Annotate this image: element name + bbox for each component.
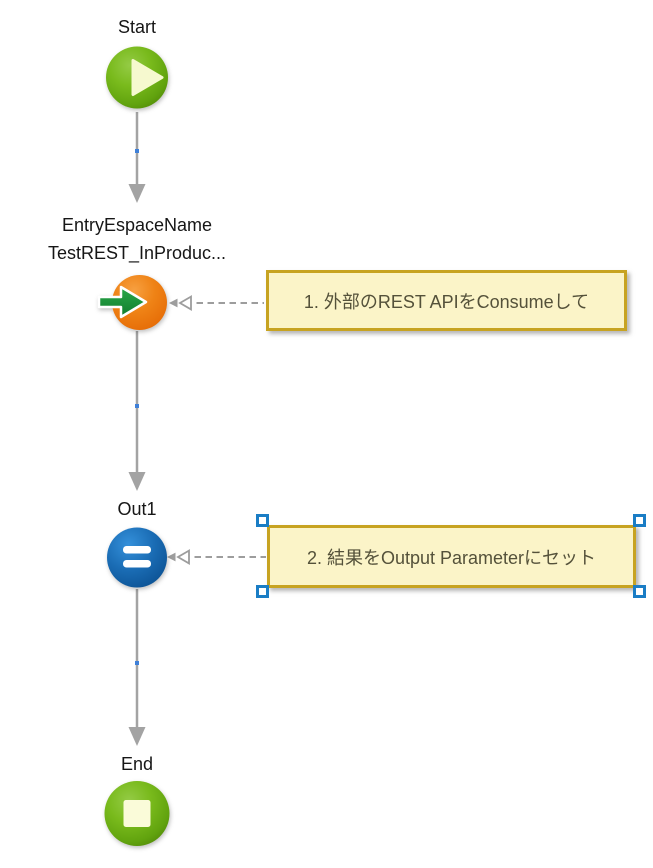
- arrow-tip-icon: [167, 552, 176, 562]
- comment-2-text: 2. 結果をOutput Parameterにセット: [306, 547, 597, 568]
- equals-icon: [123, 546, 151, 568]
- comment2-connector[interactable]: [167, 549, 266, 565]
- action-node-label-line1: EntryEspaceName: [61, 215, 213, 235]
- comment-1-text: 1. 外部のREST APIをConsumeして: [303, 291, 590, 312]
- play-icon: [131, 59, 164, 96]
- connector-out1-to-end[interactable]: [128, 589, 146, 746]
- comment-2[interactable]: 2. 結果をOutput Parameterにセット: [267, 525, 636, 588]
- selection-handle-bottom-left[interactable]: [256, 585, 269, 598]
- connector-midpoint-dot: [135, 149, 139, 153]
- connector-action-to-out1[interactable]: [128, 331, 146, 491]
- open-arrowhead-icon: [178, 295, 192, 311]
- assign-node-label: Out1: [117, 499, 157, 519]
- selection-handle-bottom-right[interactable]: [633, 585, 646, 598]
- stop-square-icon: [123, 800, 151, 827]
- end-node[interactable]: [103, 780, 171, 848]
- comment-1[interactable]: 1. 外部のREST APIをConsumeして: [266, 270, 627, 331]
- connector-midpoint-dot: [135, 404, 139, 408]
- assign-node[interactable]: [106, 527, 168, 589]
- action-node-label-line2: TestREST_InProduc...: [47, 243, 227, 263]
- open-arrowhead-icon: [176, 549, 190, 565]
- action-node-label: EntryEspaceName TestREST_InProduc...: [0, 211, 274, 267]
- connector-start-to-action[interactable]: [128, 112, 146, 203]
- selection-handle-top-right[interactable]: [633, 514, 646, 527]
- comment1-connector[interactable]: [169, 295, 264, 311]
- end-node-label: End: [120, 754, 154, 774]
- consume-rest-arrow-icon: [97, 285, 148, 319]
- action-node[interactable]: [92, 271, 170, 335]
- selection-handle-top-left[interactable]: [256, 514, 269, 527]
- start-node-label: Start: [117, 17, 156, 37]
- arrow-tip-icon: [169, 298, 178, 308]
- connector-midpoint-dot: [135, 661, 139, 665]
- start-node[interactable]: [105, 45, 169, 109]
